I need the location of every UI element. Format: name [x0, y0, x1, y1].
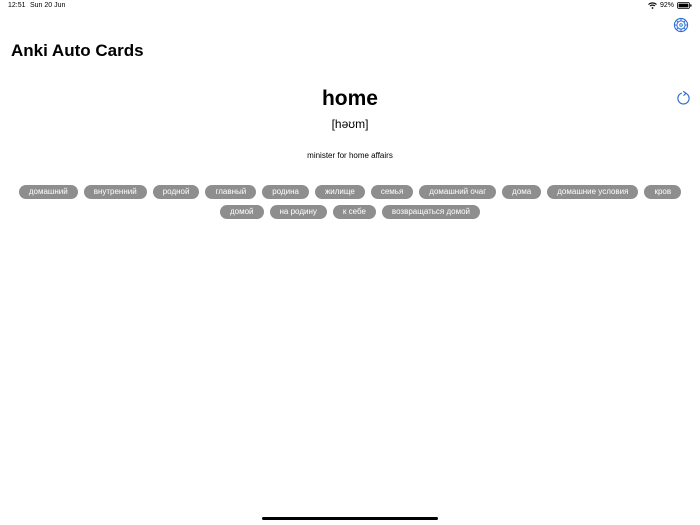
- app-title: Anki Auto Cards: [11, 41, 144, 60]
- translation-chip[interactable]: кров: [644, 185, 682, 199]
- translation-chip[interactable]: дома: [502, 185, 542, 199]
- translation-chip[interactable]: внутренний: [83, 185, 147, 199]
- translation-chips: домашний внутренний родной главный родина жил…: [10, 185, 690, 219]
- translation-chip[interactable]: семья: [370, 185, 414, 199]
- translation-chip[interactable]: домой: [219, 205, 264, 219]
- translation-chip[interactable]: жилище: [314, 185, 365, 199]
- translation-chip[interactable]: домашние условия: [547, 185, 639, 199]
- gear-icon[interactable]: [673, 17, 689, 33]
- status-bar: 12:51 Sun 20 Jun 92%: [0, 0, 700, 12]
- refresh-icon[interactable]: [676, 91, 691, 106]
- status-date: Sun 20 Jun: [30, 2, 66, 9]
- word-heading: home: [321, 87, 378, 110]
- status-time: 12:51: [8, 2, 26, 9]
- translation-chip[interactable]: главный: [205, 185, 257, 199]
- translation-chip[interactable]: возвращаться домой: [381, 205, 481, 219]
- home-indicator[interactable]: [262, 517, 438, 520]
- transcription: [həʊm]: [331, 117, 369, 131]
- battery-percent: 92%: [659, 2, 674, 9]
- translation-chip[interactable]: родной: [152, 185, 200, 199]
- wifi-icon: [648, 2, 657, 9]
- example-sentence: minister for home affairs: [307, 151, 393, 160]
- translation-chip[interactable]: на родину: [269, 205, 327, 219]
- translation-chip[interactable]: родина: [262, 185, 309, 199]
- status-right: 92%: [648, 2, 692, 9]
- translation-chip[interactable]: домашний: [18, 185, 78, 199]
- battery-icon: [677, 2, 692, 9]
- translation-chip[interactable]: к себе: [332, 205, 376, 219]
- translation-chip[interactable]: домашний очаг: [419, 185, 497, 199]
